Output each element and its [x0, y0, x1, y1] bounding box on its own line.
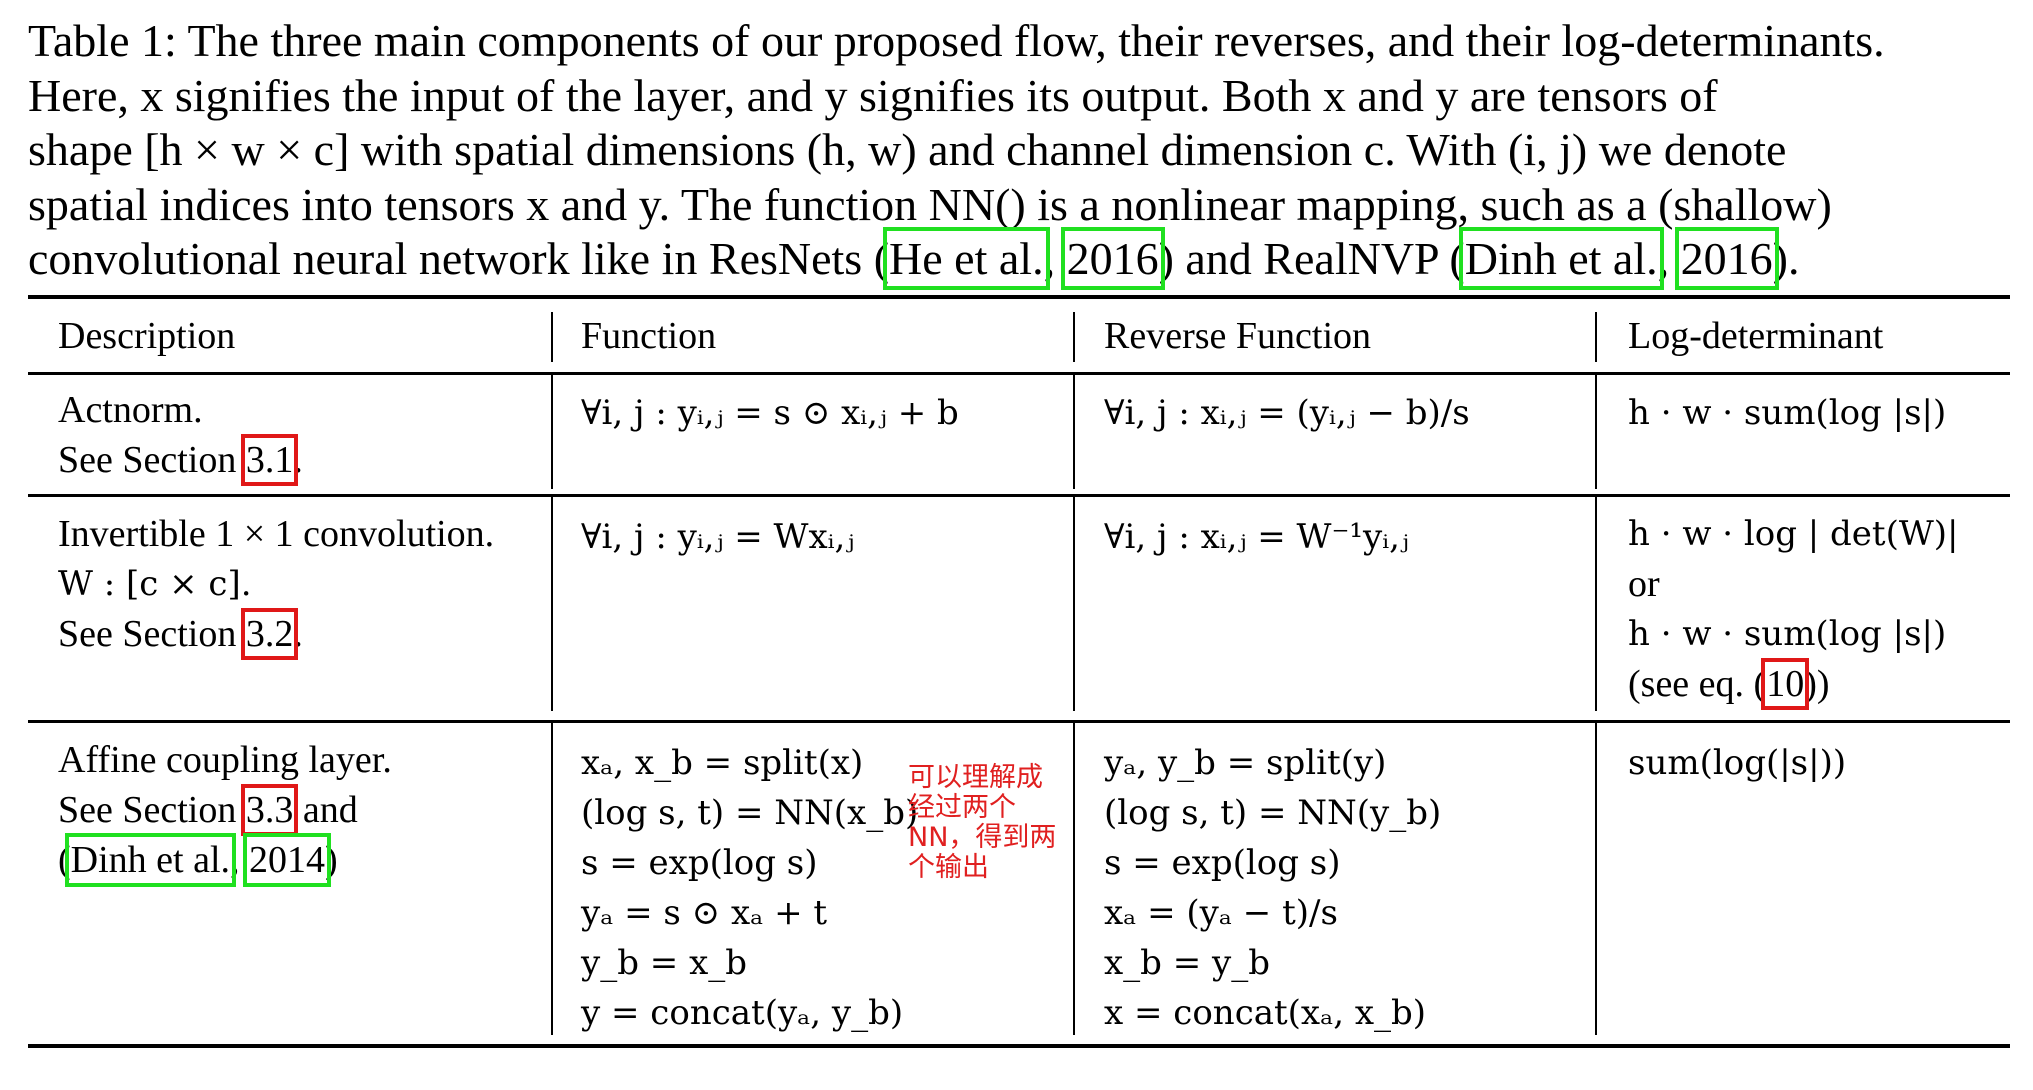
- citation-link-year[interactable]: 2016: [1060, 227, 1165, 290]
- table-bottom-rule: [28, 1044, 2010, 1048]
- function-line: (log s, t) = NN(x_b): [581, 793, 919, 833]
- citation-line: (Dinh et al., 2014): [58, 833, 392, 887]
- close-paren: ): [325, 839, 338, 881]
- row-conv-reverse: ∀i, j : xᵢ,ⱼ = W⁻¹yᵢ,ⱼ: [1104, 517, 1409, 557]
- row-rule: [28, 720, 2010, 723]
- row-conv-logdet: h · w · log | det(W)| or h · w · sum(log…: [1628, 509, 1959, 710]
- column-divider: [1595, 375, 1597, 489]
- column-divider: [551, 497, 553, 711]
- description-title: Invertible 1 × 1 convolution.: [58, 513, 495, 555]
- caption-line-3: shape [h × w × c] with spatial dimension…: [28, 124, 1787, 175]
- see-section-text: See Section: [58, 613, 246, 655]
- separator: ,: [230, 839, 250, 881]
- reverse-line: x_b = y_b: [1104, 943, 1271, 983]
- reverse-line: xₐ = (yₐ − t)/s: [1104, 893, 1338, 933]
- header-description: Description: [58, 315, 236, 357]
- column-divider: [551, 312, 553, 362]
- function-line: y = concat(yₐ, y_b): [581, 993, 904, 1033]
- section-reference-line: See Section 3.1.: [58, 434, 303, 486]
- function-line: yₐ = s ⊙ xₐ + t: [581, 893, 828, 933]
- caption-line-4: spatial indices into tensors x and y. Th…: [28, 178, 1832, 230]
- column-divider: [1595, 723, 1597, 1035]
- column-divider: [1073, 312, 1075, 362]
- logdet-formula: h · w · log | det(W)|: [1628, 514, 1959, 554]
- reverse-line: s = exp(log s): [1104, 843, 1341, 883]
- column-divider: [1073, 723, 1075, 1035]
- period: .: [293, 439, 303, 481]
- row-coupling-logdet: sum(log(|s|)): [1628, 743, 1847, 783]
- reverse-line: yₐ, y_b = split(y): [1104, 743, 1387, 783]
- row-coupling-reverse: yₐ, y_b = split(y) (log s, t) = NN(y_b) …: [1104, 738, 1441, 1038]
- citation-link-author[interactable]: Dinh et al.: [64, 833, 237, 887]
- caption-text: ) and RealNVP (: [1158, 233, 1465, 284]
- see-section-text: See Section: [58, 789, 246, 831]
- row-conv-description: Invertible 1 × 1 convolution. W : [c × c…: [58, 509, 495, 660]
- section-link[interactable]: 3.2: [240, 608, 299, 660]
- row-conv-function: ∀i, j : yᵢ,ⱼ = Wxᵢ,ⱼ: [581, 517, 855, 557]
- description-shape: W : [c × c].: [58, 564, 252, 604]
- citation-link-author[interactable]: Dinh et al.: [1458, 227, 1664, 290]
- row-rule: [28, 494, 2010, 497]
- header-log-determinant: Log-determinant: [1628, 315, 1884, 357]
- caption-text: ).: [1772, 233, 1800, 284]
- logdet-or: or: [1628, 563, 1660, 605]
- citation-link-author[interactable]: He et al.: [883, 227, 1050, 290]
- column-divider: [551, 375, 553, 489]
- column-divider: [551, 723, 553, 1035]
- table-caption: Table 1: The three main components of ou…: [28, 14, 2010, 290]
- function-line: xₐ, x_b = split(x): [581, 743, 864, 783]
- period: .: [293, 613, 303, 655]
- row-coupling-description: Affine coupling layer. See Section 3.3 a…: [58, 735, 392, 887]
- header-rule: [28, 372, 2010, 375]
- equation-reference-line: (see eq. (10)): [1628, 658, 1959, 710]
- row-actnorm-description: Actnorm. See Section 3.1.: [58, 385, 303, 486]
- reverse-line: (log s, t) = NN(y_b): [1104, 793, 1442, 833]
- section-reference-line: See Section 3.3 and: [58, 784, 392, 836]
- section-link[interactable]: 3.3: [240, 784, 299, 836]
- column-divider: [1073, 497, 1075, 711]
- citation-link-year[interactable]: 2014: [243, 833, 332, 887]
- section-link[interactable]: 3.1: [240, 434, 299, 486]
- column-divider: [1595, 312, 1597, 362]
- see-eq-text: (see eq. (: [1628, 663, 1767, 705]
- handwritten-annotation: 可以理解成经过两个NN，得到两个输出: [908, 762, 1057, 883]
- see-section-text: See Section: [58, 439, 246, 481]
- caption-line-1: Table 1: The three main components of ou…: [28, 15, 1885, 66]
- row-coupling-function: xₐ, x_b = split(x) (log s, t) = NN(x_b) …: [581, 738, 918, 1038]
- header-function: Function: [581, 315, 717, 357]
- function-line: y_b = x_b: [581, 943, 748, 983]
- caption-line-5: convolutional neural network like in Res…: [28, 227, 1800, 290]
- function-line: s = exp(log s): [581, 843, 818, 883]
- and-text: and: [293, 789, 358, 831]
- closing-parens: )): [1804, 663, 1830, 705]
- citation-link-year[interactable]: 2016: [1674, 227, 1779, 290]
- row-actnorm-function: ∀i, j : yᵢ,ⱼ = s ⊙ xᵢ,ⱼ + b: [581, 393, 959, 433]
- caption-line-2: Here, x signifies the input of the layer…: [28, 69, 1718, 121]
- description-title: Affine coupling layer.: [58, 739, 392, 781]
- column-divider: [1073, 375, 1075, 489]
- table-top-rule: [28, 295, 2010, 299]
- caption-text: convolutional neural network like in Res…: [28, 233, 890, 284]
- logdet-formula-alt: h · w · sum(log |s|): [1628, 614, 1947, 654]
- equation-link[interactable]: 10: [1761, 658, 1810, 710]
- row-actnorm-reverse: ∀i, j : xᵢ,ⱼ = (yᵢ,ⱼ − b)/s: [1104, 393, 1470, 433]
- reverse-line: x = concat(xₐ, x_b): [1104, 993, 1427, 1033]
- description-title: Actnorm.: [58, 389, 203, 431]
- section-reference-line: See Section 3.2.: [58, 608, 494, 660]
- column-divider: [1595, 497, 1597, 711]
- open-paren: (: [58, 839, 71, 881]
- header-reverse-function: Reverse Function: [1104, 315, 1372, 357]
- row-actnorm-logdet: h · w · sum(log |s|): [1628, 393, 1947, 433]
